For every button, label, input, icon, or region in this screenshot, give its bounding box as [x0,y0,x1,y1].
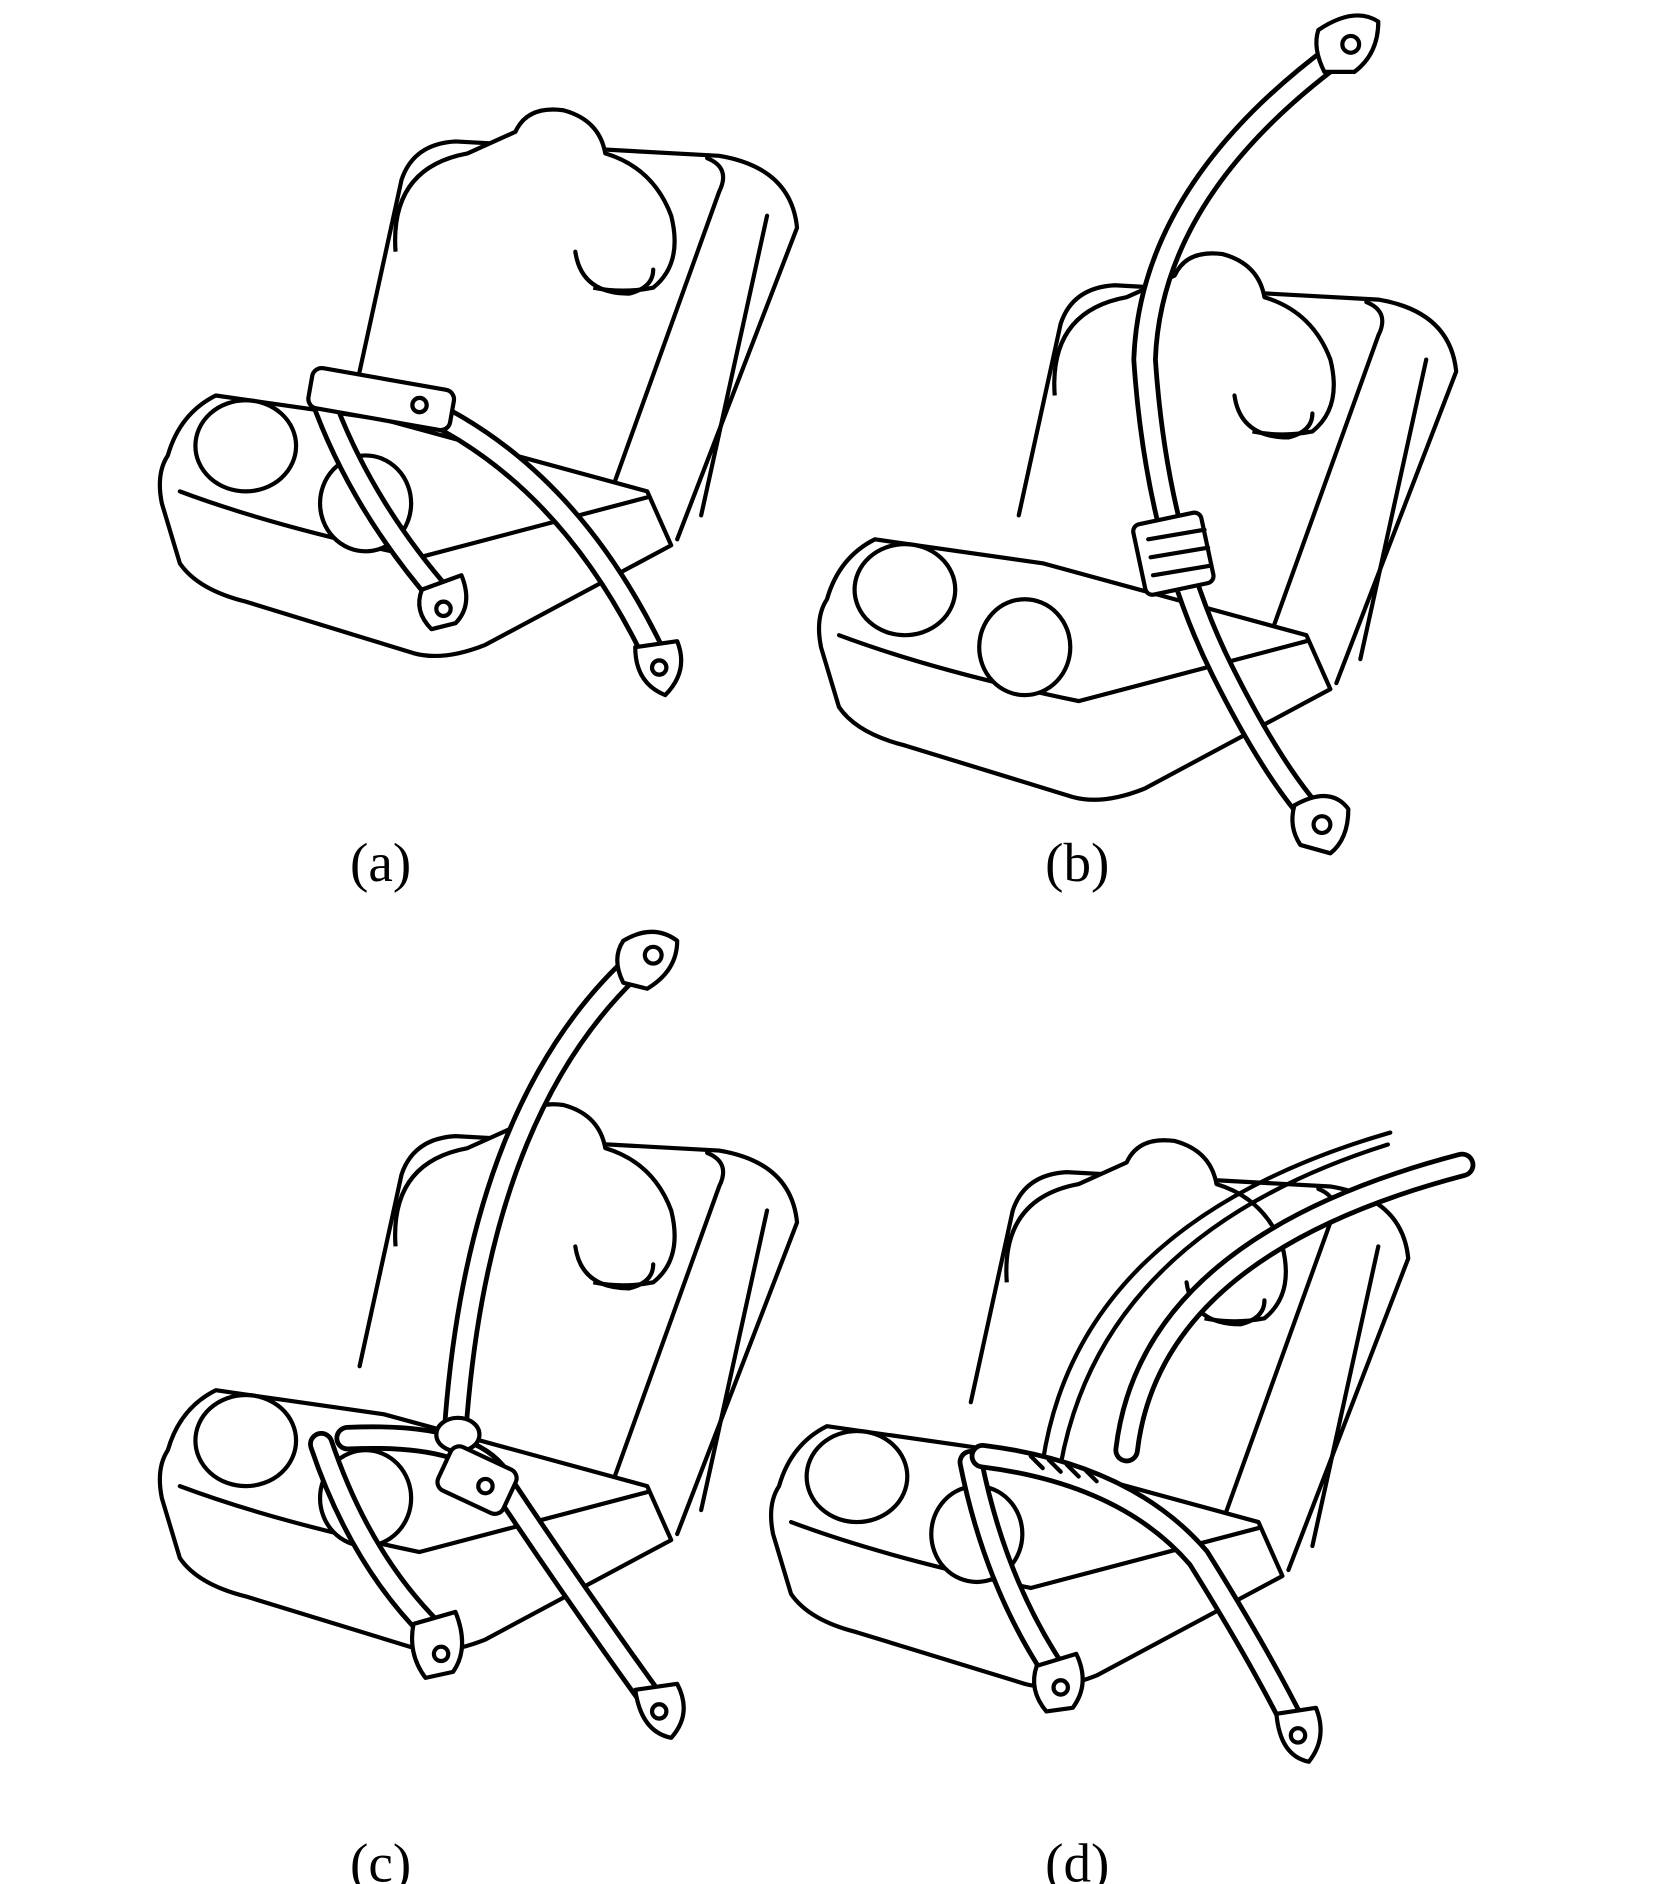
panel-d-seat-with-harness-belt: (d) [771,1130,1476,1884]
panel-label-d: (d) [1045,1833,1109,1884]
panel-label-b: (b) [1045,832,1109,893]
panel-label-c: (c) [350,1833,411,1884]
panel-a-seat-with-lap-belt: (a) [160,110,797,893]
panel-b-seat-with-shoulder-belt: (b) [819,13,1456,893]
panel-label-a: (a) [350,832,411,893]
panel-c-seat-with-three-point-belt: (c) [160,929,797,1884]
